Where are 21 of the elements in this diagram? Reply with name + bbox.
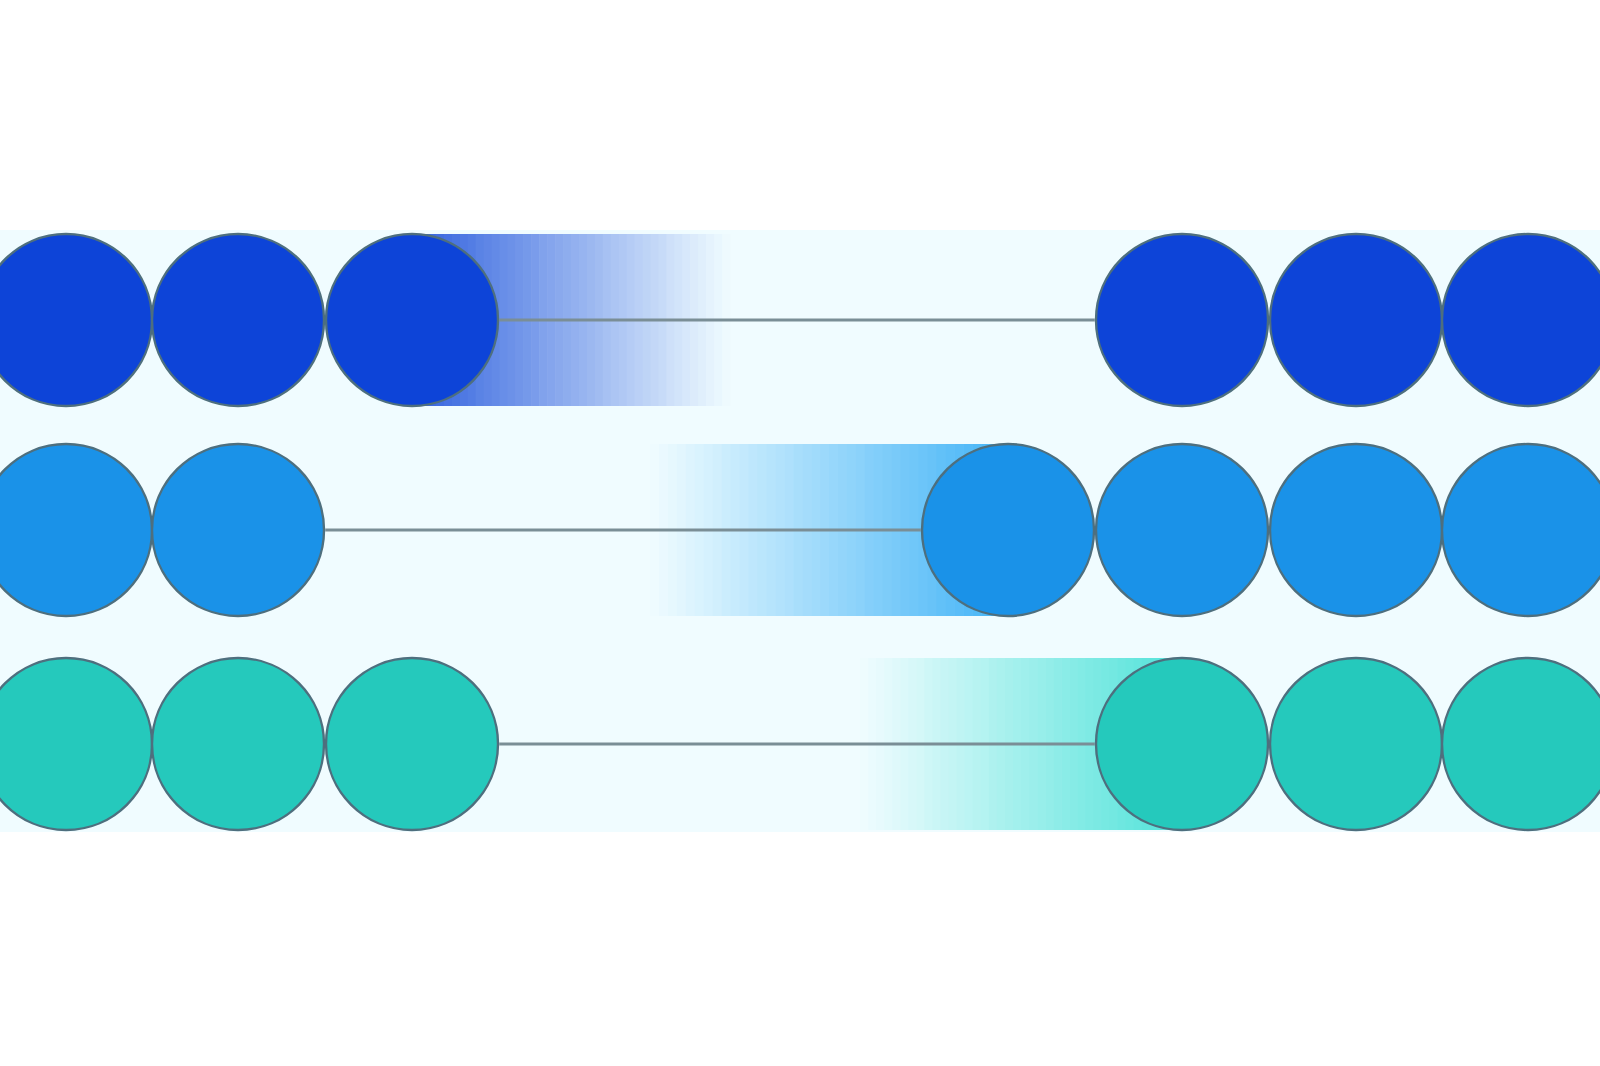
bead [1268,656,1444,832]
bead [1268,232,1444,408]
bead [0,232,154,408]
bead [150,442,326,618]
rod [325,528,921,532]
bead [0,656,154,832]
bead [324,232,500,408]
bead [0,442,154,618]
bead [324,656,500,832]
bead [1440,656,1600,832]
bead [1094,656,1270,832]
bead [150,656,326,832]
bead [1268,442,1444,618]
bead [1440,442,1600,618]
bead [1094,232,1270,408]
bead [1440,232,1600,408]
bead [920,442,1096,618]
bead [1094,442,1270,618]
rod [499,742,1095,746]
rod [499,318,1095,322]
bead [150,232,326,408]
